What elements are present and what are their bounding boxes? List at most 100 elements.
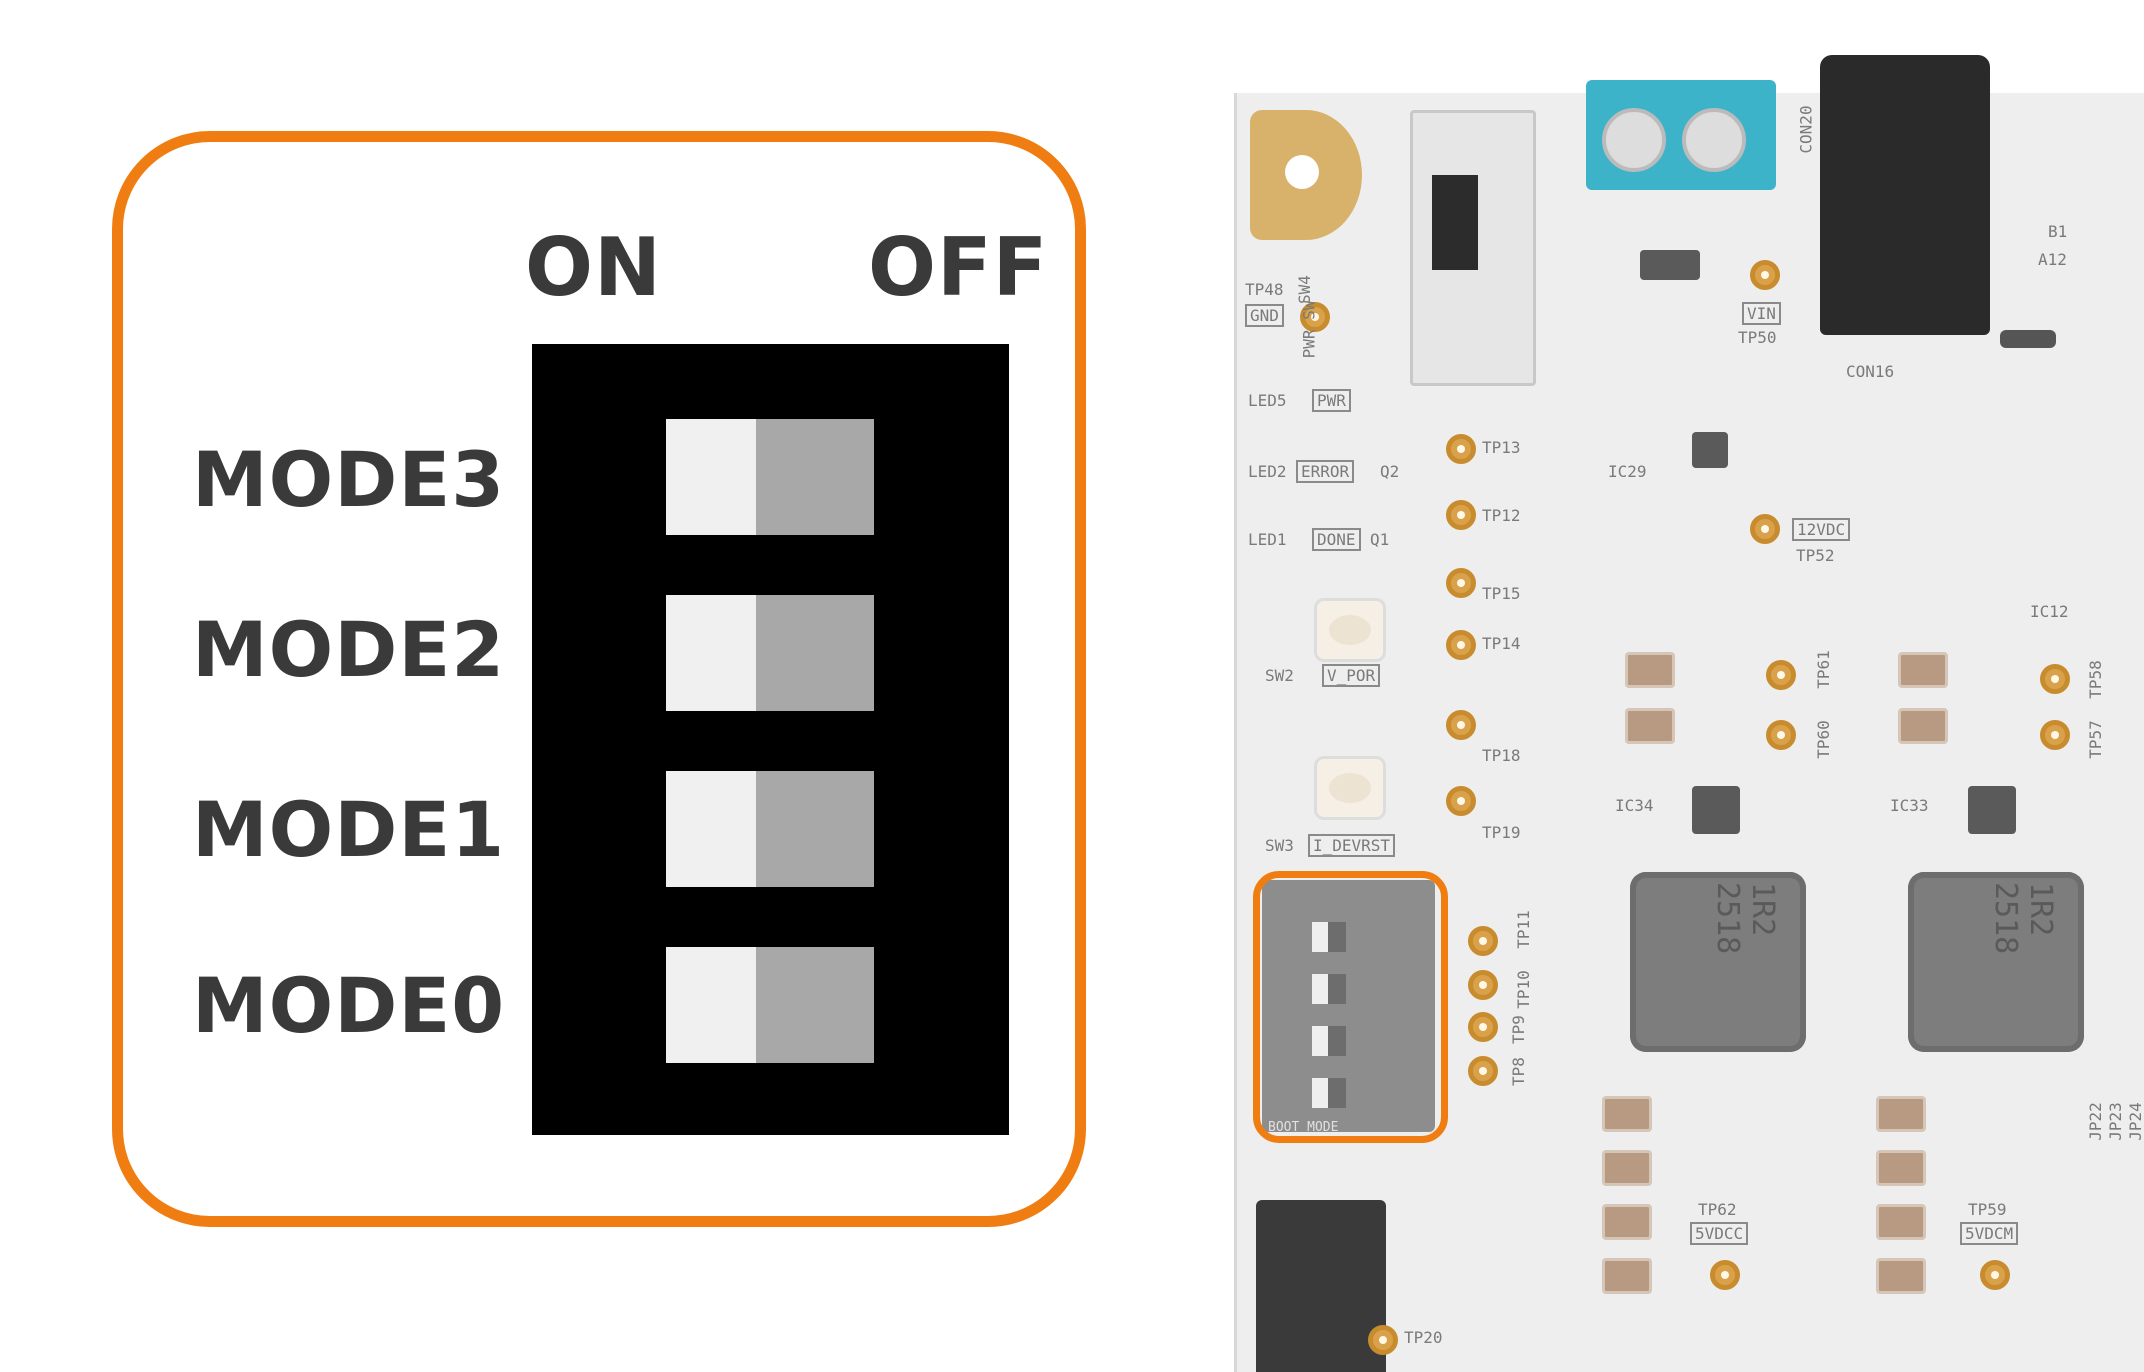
capacitor xyxy=(1876,1096,1926,1132)
tp10-label: TP10 xyxy=(1513,970,1533,1009)
test-pad xyxy=(1766,720,1796,750)
switch-track xyxy=(756,419,874,535)
capacitor xyxy=(1625,708,1675,744)
tp52-label: TP52 xyxy=(1796,546,1835,565)
mode0-switch[interactable] xyxy=(666,947,874,1063)
test-pad xyxy=(1446,500,1476,530)
tp60-label: TP60 xyxy=(1813,720,1833,759)
tp12-label: TP12 xyxy=(1482,506,1521,525)
tp11-label: TP11 xyxy=(1513,910,1533,949)
inductor: 1R2 2518 xyxy=(1908,872,2084,1052)
dc-jack xyxy=(1820,55,1990,335)
jp22-label: JP22 xyxy=(2085,1102,2105,1141)
test-pad xyxy=(1980,1260,2010,1290)
jtag-header xyxy=(1256,1200,1386,1372)
crystal xyxy=(2000,330,2056,348)
tp8-label: TP8 xyxy=(1508,1057,1528,1086)
switch-track xyxy=(756,947,874,1063)
capacitor xyxy=(1876,1204,1926,1240)
tp61-label: TP61 xyxy=(1813,650,1833,689)
tp50-label: TP50 xyxy=(1738,328,1777,347)
test-pad xyxy=(1446,710,1476,740)
screw-terminal xyxy=(1602,108,1666,172)
tp20-label: TP20 xyxy=(1404,1328,1443,1347)
capacitor xyxy=(1876,1150,1926,1186)
test-pad xyxy=(1710,1260,1740,1290)
capacitor xyxy=(1602,1096,1652,1132)
inductor-label: 1R2 2518 xyxy=(1988,882,2058,955)
pwr-sw-label: PWR SW xyxy=(1299,300,1319,359)
5vdcm-label: 5VDCM xyxy=(1960,1222,2019,1245)
tp62-label: TP62 xyxy=(1698,1200,1737,1219)
inductor-label: 1R2 2518 xyxy=(1710,882,1780,955)
test-pad xyxy=(1468,926,1498,956)
i-devrst-label: I_DEVRST xyxy=(1308,834,1396,857)
test-pad xyxy=(1368,1325,1398,1355)
mode0-label: MODE0 xyxy=(192,961,506,1050)
capacitor xyxy=(1602,1258,1652,1294)
pcb-dip-slider xyxy=(1312,1026,1346,1056)
vin-label: VIN xyxy=(1742,302,1781,325)
switch-knob xyxy=(666,595,756,711)
pcb-photo: TP48 GND LED5 PWR LED2 ERROR Q2 LED1 DON… xyxy=(1230,0,2144,1372)
tp58-label: TP58 xyxy=(2085,660,2105,699)
tp18-label: TP18 xyxy=(1482,746,1521,765)
ic33-chip xyxy=(1968,786,2016,834)
on-column-label: ON xyxy=(525,221,662,314)
capacitor xyxy=(1898,652,1948,688)
ic29-label: IC29 xyxy=(1608,462,1647,481)
pcb-board xyxy=(1234,93,2144,1372)
test-pad xyxy=(1468,1056,1498,1086)
led2-label: LED2 xyxy=(1248,462,1287,481)
q2-label: Q2 xyxy=(1380,462,1400,481)
tp14-label: TP14 xyxy=(1482,634,1521,653)
sw3-label: SW3 xyxy=(1265,836,1294,855)
mode1-label: MODE1 xyxy=(192,785,506,874)
v-por-label: V_POR xyxy=(1322,664,1381,687)
test-pad xyxy=(1468,970,1498,1000)
diode xyxy=(1640,250,1700,280)
sw4-label: SW4 xyxy=(1294,275,1314,304)
test-pad xyxy=(2040,720,2070,750)
sw2-label: SW2 xyxy=(1265,666,1294,685)
done-label: DONE xyxy=(1312,528,1361,551)
con16-label: CON16 xyxy=(1846,362,1895,381)
mounting-hole xyxy=(1285,155,1319,189)
tp59-label: TP59 xyxy=(1968,1200,2007,1219)
con20-label: CON20 xyxy=(1796,105,1816,154)
test-pad xyxy=(1300,302,1330,332)
tp15-label: TP15 xyxy=(1482,584,1521,603)
mode3-switch[interactable] xyxy=(666,419,874,535)
mode2-switch[interactable] xyxy=(666,595,874,711)
test-pad xyxy=(2040,664,2070,694)
jp23-label: JP23 xyxy=(2105,1102,2125,1141)
tp13-label: TP13 xyxy=(1482,438,1521,457)
switch-knob xyxy=(666,771,756,887)
capacitor xyxy=(1876,1258,1926,1294)
tp19-label: TP19 xyxy=(1482,823,1521,842)
ic33-label: IC33 xyxy=(1890,796,1929,815)
test-pad xyxy=(1446,434,1476,464)
pcb-dip-slider xyxy=(1312,922,1346,952)
test-pad xyxy=(1766,660,1796,690)
a12-label: A12 xyxy=(2038,250,2067,269)
test-pad xyxy=(1750,514,1780,544)
v-por-button xyxy=(1314,598,1386,662)
mode2-label: MODE2 xyxy=(192,605,506,694)
boot-mode-label: BOOT MODE xyxy=(1268,1120,1339,1135)
ic29-chip xyxy=(1692,432,1728,468)
devrst-button xyxy=(1314,756,1386,820)
led1-label: LED1 xyxy=(1248,530,1287,549)
mode1-switch[interactable] xyxy=(666,771,874,887)
switch-knob xyxy=(666,419,756,535)
ic34-chip xyxy=(1692,786,1740,834)
mode3-label: MODE3 xyxy=(192,435,506,524)
12vdc-label: 12VDC xyxy=(1792,518,1851,541)
off-column-label: OFF xyxy=(868,221,1049,314)
test-pad xyxy=(1446,630,1476,660)
tp9-label: TP9 xyxy=(1508,1015,1528,1044)
inductor: 1R2 2518 xyxy=(1630,872,1806,1052)
5vdcc-label: 5VDCC xyxy=(1690,1222,1749,1245)
capacitor xyxy=(1602,1204,1652,1240)
gnd-label: GND xyxy=(1245,304,1284,327)
